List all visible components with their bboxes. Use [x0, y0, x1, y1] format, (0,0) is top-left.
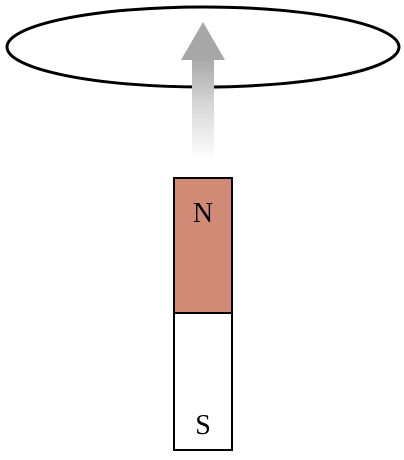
south-pole-label: S [195, 410, 211, 441]
motion-arrow-icon [181, 22, 225, 160]
bar-magnet: N S [173, 177, 233, 451]
arrow-head [181, 22, 225, 60]
north-pole-label: N [193, 198, 213, 229]
arrow-shaft [192, 58, 214, 160]
magnet-south-half [173, 312, 233, 451]
